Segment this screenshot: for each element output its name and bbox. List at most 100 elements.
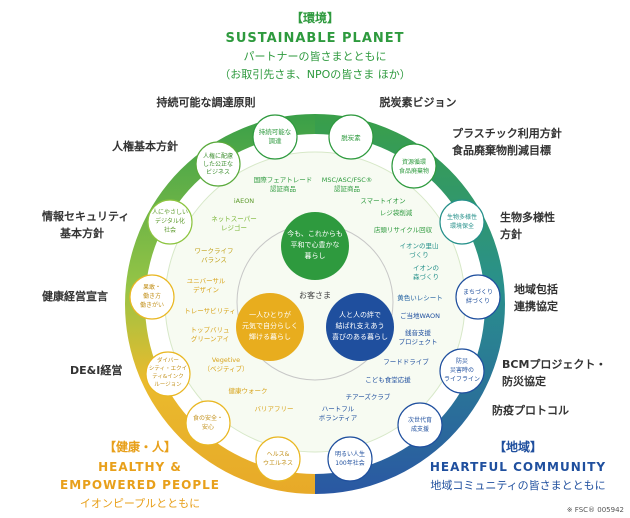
center-left-line1: 一人ひとりが <box>249 310 291 319</box>
r5b: レジゴー <box>221 223 247 232</box>
center-top-line3: 暮らし <box>305 251 326 260</box>
c3-line3: ビジネス <box>206 168 230 176</box>
c8-line1: まちづくり <box>463 288 493 296</box>
c7-line1: 果敢・ <box>143 283 161 291</box>
r11a: イオンの <box>413 264 439 272</box>
header-title: SUSTAINABLE PLANET <box>225 31 404 46</box>
r8a: ワークライフ <box>195 247 234 255</box>
policy-p8: 健康経営宣言 <box>42 289 108 303</box>
c8-line2: 絆づくり <box>466 297 490 305</box>
policy-p6a: 情報セキュリティ <box>42 209 129 223</box>
r22: バリアフリー <box>255 405 294 413</box>
r23b: ボランティア <box>319 414 358 422</box>
policy-p5b: 方針 <box>500 227 522 241</box>
c9-line2: シティ・エクイ <box>149 365 187 372</box>
policy-p10: DE&I経営 <box>70 363 122 377</box>
r2a: MSC/ASC/FSC® <box>322 176 373 184</box>
c12-line1: 次世代育 <box>408 416 432 424</box>
policy-p2: 脱炭素ビジョン <box>380 95 457 109</box>
circle-c2: 脱炭素 <box>328 114 374 160</box>
c10-line1: 防災 <box>456 357 468 365</box>
circle-c9: ダイバー シティ・エクイ ティ&インク ルージョン <box>145 351 191 397</box>
circle-c14: 明るい人生 100年社会 <box>327 436 373 482</box>
r11b: 森づくり <box>413 272 439 281</box>
c6-line2: 環境保全 <box>450 222 474 230</box>
footer-left-line: イオンピープルとともに <box>80 497 200 510</box>
r12: トレーサビリティ <box>184 306 235 315</box>
header-line2: （お取引先さま、NPOの皆さま ほか） <box>219 67 411 81</box>
r4: スマートイオン <box>360 197 405 205</box>
policy-labels: 持続可能な調達原則 脱炭素ビジョン プラスチック利用方針 食品廃棄物削減目標 人… <box>42 95 606 417</box>
center-top-line1: 今も、これからも <box>287 229 343 238</box>
policy-p1: 持続可能な調達原則 <box>157 95 256 109</box>
r15: ご当地WAON <box>400 311 440 320</box>
r1a: 国際フェアトレード <box>254 175 313 184</box>
center-right-line3: 喜びのある暮らし <box>332 332 388 341</box>
policy-p3a: プラスチック利用方針 <box>452 126 562 140</box>
r16a: Vegetive <box>212 356 240 364</box>
c2-line1: 脱炭素 <box>341 133 361 142</box>
r17a: 銭音支援 <box>405 328 432 337</box>
r1b: 認証商品 <box>270 184 296 193</box>
c14-line2: 100年社会 <box>335 459 364 467</box>
header: 【環境】 SUSTAINABLE PLANET パートナーの皆さまとともに （お… <box>219 10 411 81</box>
c5-line2: デジタル化 <box>155 217 185 225</box>
c13-line1: ヘルス& <box>267 451 290 458</box>
footer-left-title1: HEALTHY & <box>98 460 182 474</box>
footer-right-line: 地域コミュニティの皆さまとともに <box>430 479 605 492</box>
c7-line2: 働き方 <box>143 292 161 300</box>
r18: フードドライブ <box>383 357 429 366</box>
center-left-circle: 一人ひとりが 元気で自分らしく 輝ける暮らし <box>236 293 304 361</box>
r7: 店頭リサイクル回収 <box>374 225 433 234</box>
center-left-line2: 元気で自分らしく <box>242 321 298 330</box>
c9-line4: ルージョン <box>154 382 182 388</box>
r9b: づくり <box>409 250 429 259</box>
r20: こども食堂応援 <box>365 375 411 384</box>
r9a: イオンの里山 <box>400 241 439 250</box>
circle-c10: 防災 災害時の ライフライン <box>439 348 485 394</box>
r3: iAEON <box>234 197 254 205</box>
center-top-circle: 今も、これからも 平和で心豊かな 暮らし <box>281 212 349 280</box>
circle-c6: 生物多様性 環境保全 <box>439 199 485 245</box>
c1-line2: 調達 <box>269 136 283 145</box>
circle-c7: 果敢・ 働き方 働きがい <box>129 274 175 320</box>
policy-p4: 人権基本方針 <box>112 139 178 153</box>
r2b: 認証商品 <box>334 184 360 193</box>
circle-c12: 次世代育 成支援 <box>397 402 443 448</box>
r5a: ネットスーパー <box>211 215 256 223</box>
header-tag: 【環境】 <box>291 10 339 25</box>
r17b: プロジェクト <box>399 338 438 346</box>
r10a: ユニバーサル <box>187 277 226 285</box>
c9-line3: ティ&インク <box>152 373 183 380</box>
circle-c1: 持続可能な 調達 <box>252 114 298 160</box>
circle-c5: 人にやさしい デジタル化 社会 <box>147 199 193 245</box>
footer-right-title: HEARTFUL COMMUNITY <box>430 460 606 474</box>
c12-line2: 成支援 <box>411 425 429 433</box>
r21: チアーズクラブ <box>346 392 391 401</box>
c13-line2: ウエルネス <box>263 459 293 467</box>
c11-line2: 安心 <box>202 423 214 431</box>
circle-c8: まちづくり 絆づくり <box>455 274 501 320</box>
center-top-line2: 平和で心豊かな <box>291 240 340 249</box>
c5-line1: 人にやさしい <box>152 208 188 216</box>
circle-c11: 食の安全・ 安心 <box>185 400 231 446</box>
r10b: デザイン <box>193 285 219 294</box>
c7-line3: 働きがい <box>140 301 164 309</box>
policy-p3b: 食品廃棄物削減目標 <box>452 143 551 157</box>
center-label: お客さま <box>299 290 331 300</box>
r6: レジ袋削減 <box>380 208 413 217</box>
c10-line2: 災害時の <box>450 366 474 374</box>
policy-p9a: BCMプロジェクト・ <box>502 357 606 371</box>
c10-line3: ライフライン <box>444 376 480 383</box>
circle-c4: 資源循環 食品廃棄物 <box>391 143 437 189</box>
c11-line1: 食の安全・ <box>193 414 223 422</box>
c14-line1: 明るい人生 <box>335 450 365 458</box>
policy-p11: 防疫プロトコル <box>492 403 569 417</box>
center-right-circle: 人と人の絆で 結ばれ支えあう 喜びのある暮らし <box>326 293 394 361</box>
center-right-line2: 結ばれ支えあう <box>336 321 385 330</box>
r16b: （ベジティブ） <box>203 364 248 373</box>
r13: 黄色いレシート <box>397 293 443 302</box>
c6-line1: 生物多様性 <box>447 213 477 221</box>
